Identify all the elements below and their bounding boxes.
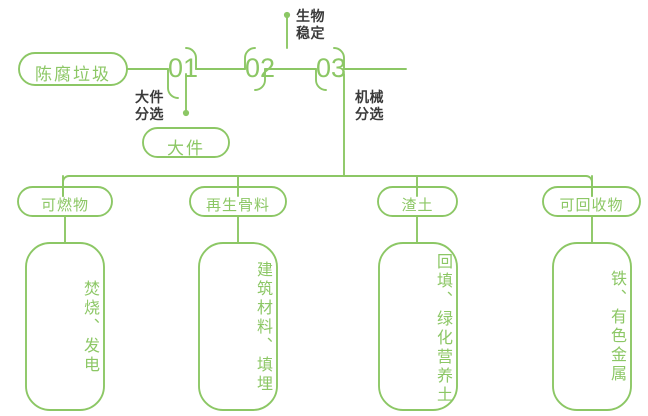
bulky-node-label: 大件 — [167, 139, 205, 158]
bulky-endpoint-dot — [182, 109, 190, 117]
bracket-02-left — [244, 47, 256, 70]
source-node-label: 陈腐垃圾 — [35, 65, 111, 84]
step-number-03: 03 — [316, 53, 347, 83]
step-annotation-03: 机械 分选 — [355, 89, 384, 122]
output-detail-1: 焚烧、发电 — [81, 279, 98, 375]
bracket-01-left — [167, 68, 179, 99]
output-detail-4: 铁、有色金属 — [608, 270, 625, 384]
step-number-01: 01 — [168, 53, 199, 83]
output-detail-3: 回填、绿化营养土 — [434, 253, 451, 405]
output-box-shape-2 — [198, 242, 278, 411]
step-annotation-01: 大件 分选 — [135, 89, 164, 122]
bracket-03-right — [333, 47, 345, 70]
bracket-03-left — [315, 68, 327, 91]
output-box-shape-1 — [25, 242, 105, 411]
output-pill-label-3: 渣土 — [401, 197, 434, 214]
bulky-pill-shape — [142, 127, 230, 158]
distribution-bar — [62, 175, 593, 197]
bracket-02-right — [254, 68, 266, 91]
biostabilize-endpoint-dot — [283, 11, 291, 19]
step-number-02: 02 — [245, 53, 276, 83]
output-pill-label-1: 可燃物 — [40, 197, 89, 214]
step-annotation-02: 生物 稳定 — [296, 8, 325, 41]
bracket-01-right — [185, 47, 197, 70]
output-detail-2: 建筑材料、填埋 — [254, 260, 271, 394]
output-pill-label-2: 再生骨料 — [205, 197, 270, 214]
output-pill-label-4: 可回收物 — [559, 197, 624, 214]
output-box-shape-4 — [552, 242, 632, 411]
output-box-shape-3 — [378, 242, 458, 411]
